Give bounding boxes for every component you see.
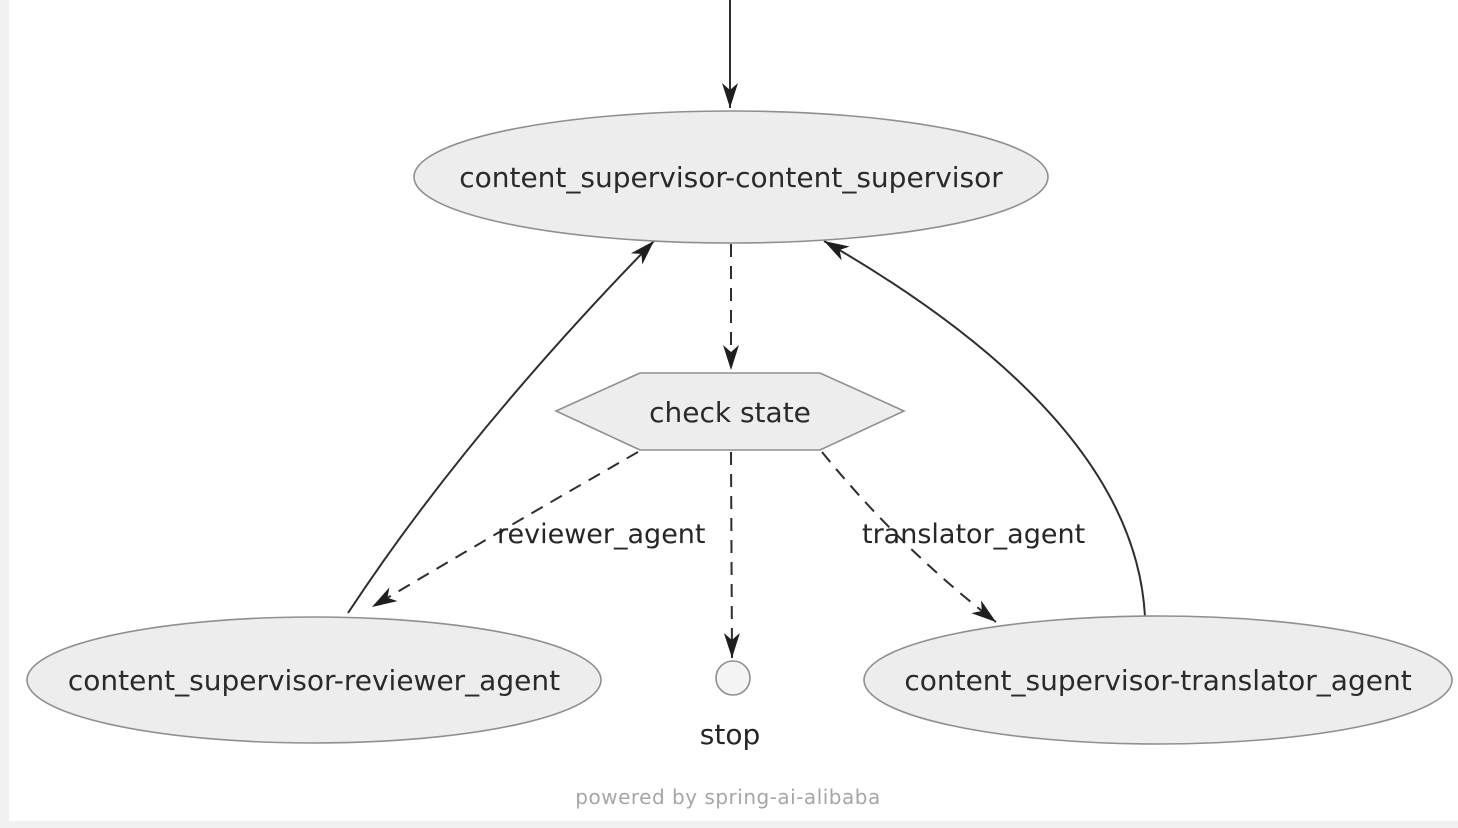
edge-translator-to-supervisor	[823, 240, 1146, 618]
node-reviewer-agent-label: content_supervisor-reviewer_agent	[68, 664, 560, 697]
footer-powered-by: powered by spring-ai-alibaba	[575, 785, 880, 809]
edge-check-state-to-translator	[821, 451, 997, 623]
node-stop-label: stop	[700, 718, 760, 751]
edge-check-state-to-stop	[723, 451, 740, 659]
node-reviewer-agent	[26, 616, 602, 744]
node-content-supervisor-label: content_supervisor-content_supervisor	[459, 161, 1003, 194]
node-check-state	[554, 372, 906, 451]
edge-label-translator-agent: translator_agent	[862, 519, 1085, 550]
edge-reviewer-to-supervisor	[347, 240, 655, 614]
bottom-page-edge	[0, 821, 1458, 828]
edge-check-state-to-reviewer	[371, 451, 639, 608]
node-content-supervisor	[413, 110, 1049, 244]
node-translator-agent	[863, 615, 1453, 745]
edge-label-reviewer-agent: reviewer_agent	[497, 519, 706, 550]
node-stop	[715, 660, 751, 696]
left-page-edge	[0, 0, 9, 828]
node-translator-agent-label: content_supervisor-translator_agent	[904, 664, 1411, 697]
node-check-state-label: check state	[649, 396, 811, 429]
